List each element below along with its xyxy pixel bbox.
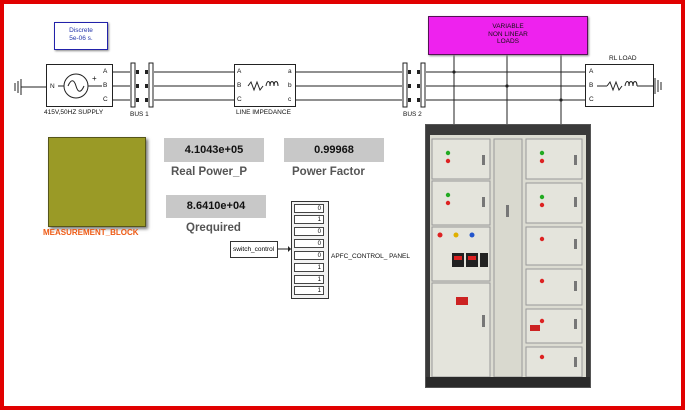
solver-step: 5e-06 s.: [69, 35, 93, 42]
apfc-value-5: 0: [294, 251, 324, 260]
nl-line2: NON LINEAR: [488, 30, 528, 38]
apfc-value-1: 0: [294, 204, 324, 213]
nl-line3: LOADS: [496, 38, 520, 45]
bus2-label: BUS 2: [403, 111, 422, 118]
rl-port-b: B: [589, 82, 594, 89]
impedance-in-b: B: [237, 82, 242, 89]
impedance-in-a: A: [237, 68, 242, 75]
nl-line1: VARIABLE: [492, 23, 524, 30]
measurement-block[interactable]: [48, 137, 146, 227]
rl-port-a: A: [589, 68, 594, 75]
apfc-value-7: 1: [294, 275, 324, 284]
bus1-block[interactable]: [130, 62, 156, 108]
impedance-in-c: C: [237, 96, 242, 103]
source-port-b: B: [103, 82, 108, 89]
apfc-control-panel-block[interactable]: 0 1 0 0 0 1 1 1: [291, 201, 329, 299]
bus2-block[interactable]: [402, 62, 428, 108]
nonlinear-loads-block[interactable]: VARIABLE NON LINEAR LOADS: [428, 16, 588, 55]
impedance-out-b: b: [288, 82, 292, 89]
apfc-value-3: 0: [294, 227, 324, 236]
impedance-out-c: c: [288, 96, 292, 103]
switch-control-goto[interactable]: switch_control: [230, 241, 278, 258]
rl-load-block[interactable]: [585, 64, 655, 108]
impedance-out-a: a: [288, 68, 292, 75]
apfc-value-4: 0: [294, 239, 324, 248]
apfc-value-2: 1: [294, 215, 324, 224]
rl-load-label: RL LOAD: [609, 55, 637, 62]
source-port-a: A: [103, 68, 108, 75]
apfc-value-8: 1: [294, 286, 324, 295]
power-factor-display[interactable]: 0.99968: [284, 138, 384, 162]
line-impedance-block[interactable]: [234, 64, 297, 108]
apfc-value-6: 1: [294, 263, 324, 272]
q-required-display[interactable]: 8.6410e+04: [166, 195, 266, 218]
solver-type: Discrete: [69, 27, 93, 34]
measurement-block-label: MEASUREMENT_BLOCK: [43, 228, 139, 237]
rl-port-c: C: [589, 96, 594, 103]
q-required-caption: Qrequired: [186, 222, 241, 234]
bus1-label: BUS 1: [130, 111, 149, 118]
source-port-n: N: [50, 83, 55, 90]
source-label: 415V,50HZ SUPPLY: [44, 109, 104, 116]
real-power-caption: Real Power_P: [171, 166, 248, 178]
power-factor-caption: Power Factor: [292, 166, 365, 178]
apfc-panel-label: APFC_CONTROL_ PANEL: [331, 253, 410, 260]
apfc-cabinet-photo: [425, 124, 591, 388]
source-port-plus: +: [92, 74, 97, 83]
line-impedance-label: LINE IMPEDANCE: [236, 109, 291, 116]
source-port-c: C: [103, 96, 108, 103]
real-power-display[interactable]: 4.1043e+05: [164, 138, 264, 162]
three-phase-source-block[interactable]: [46, 64, 114, 108]
